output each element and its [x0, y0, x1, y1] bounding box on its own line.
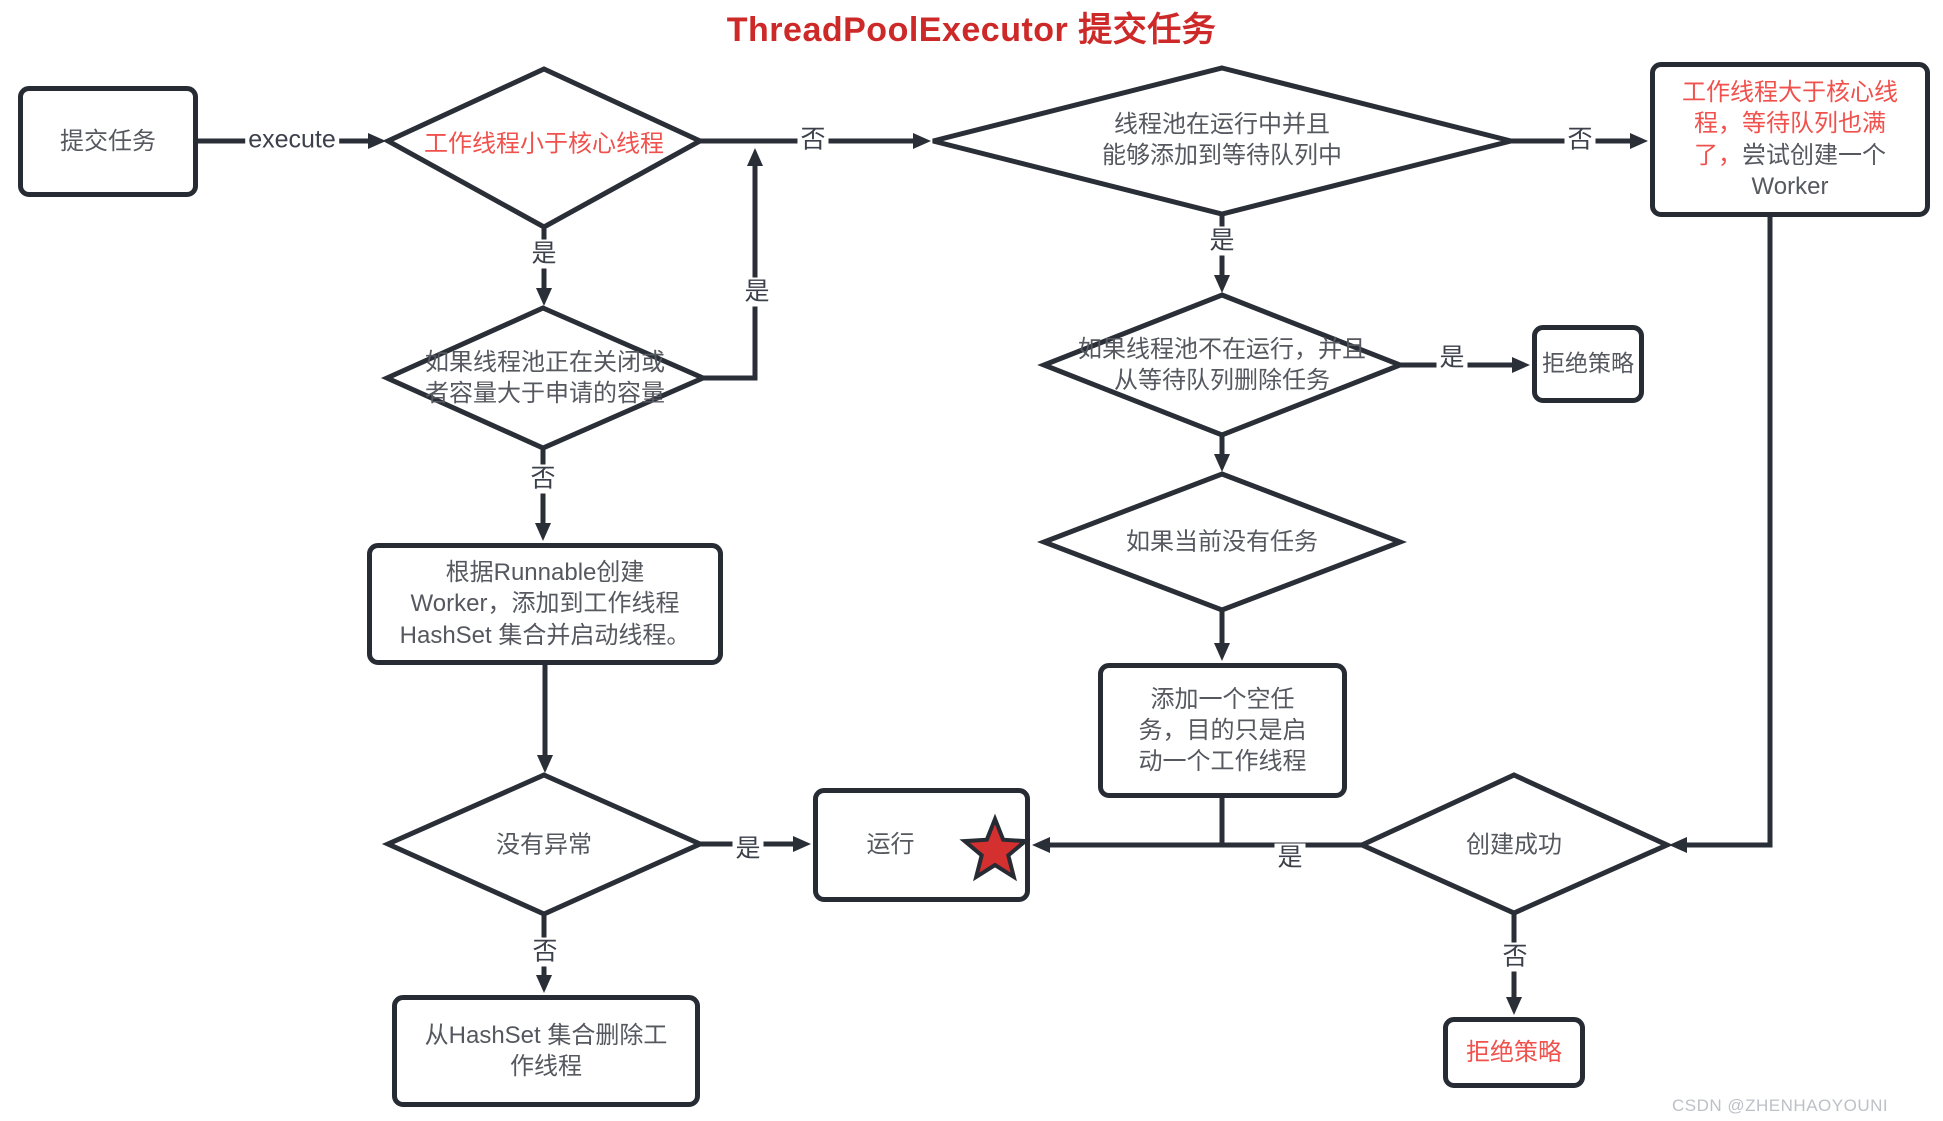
arrowhead-d3-no	[536, 975, 552, 993]
process-reject-policy-bottom-label: 拒绝策略	[1466, 1038, 1562, 1066]
decision-create-ok-shape	[1355, 772, 1674, 916]
decision-no-exception-label: 没有异常	[496, 831, 592, 859]
process-create-worker-label: 根据Runnable创建 Worker，添加到工作线程 HashSet 集合并启…	[399, 559, 691, 649]
edge-label-yes-d1: 是	[528, 239, 560, 269]
edge-label-yes-join: 是	[1274, 843, 1306, 873]
process-reject-policy-bottom: 拒绝策略	[1443, 1017, 1585, 1088]
edge-label-yes-d4: 是	[1206, 226, 1238, 256]
decision-worker-lt-core-shape	[382, 66, 706, 230]
decision-pool-closing-shape	[380, 305, 710, 451]
decision-create-ok-label: 创建成功	[1466, 831, 1562, 859]
decision-no-exception-shape	[381, 772, 707, 917]
decision-worker-lt-core-label: 工作线程小于核心线程	[424, 130, 664, 158]
edge-label-no-d1: 否	[797, 125, 829, 155]
worker-label-dark-part: 尝试创建一个 Worker	[1742, 141, 1886, 200]
arrowhead-d4-yes	[1214, 275, 1230, 293]
arrowhead-d2-yes-up	[747, 148, 763, 166]
arrowhead-d4-no	[1630, 133, 1648, 149]
edge-label-no-d7: 否	[1499, 942, 1531, 972]
edge-label-execute: execute	[245, 125, 339, 155]
decision-no-task-label: 如果当前没有任务	[1126, 528, 1318, 556]
process-add-empty-task-label: 添加一个空任 务，目的只是启 动一个工作线程	[1138, 685, 1307, 776]
worker-label-red-part: 工作线程大于核心线程，等待队列也满了，	[1682, 79, 1898, 169]
edge-label-no-d3: 否	[529, 937, 561, 967]
process-add-empty-task: 添加一个空任 务，目的只是启 动一个工作线程	[1098, 663, 1347, 798]
decision-pool-closing-label: 如果线程池正在关闭或 者容量大于申请的容量	[425, 348, 665, 407]
edge-label-no-d4: 否	[1564, 125, 1596, 155]
arrowhead-d7-no	[1506, 997, 1522, 1015]
process-create-worker: 根据Runnable创建 Worker，添加到工作线程 HashSet 集合并启…	[367, 543, 723, 665]
arrowhead-worker-d7	[1669, 837, 1687, 853]
decision-not-running-shape	[1037, 292, 1407, 438]
arrowhead-d5-d6	[1214, 454, 1230, 472]
arrowhead-createworker-d3	[537, 755, 553, 773]
process-submit-task: 提交任务	[18, 86, 198, 197]
process-reject-policy-top: 拒绝策略	[1532, 325, 1644, 403]
process-create-worker-attempt: 工作线程大于核心线程，等待队列也满了，尝试创建一个 Worker	[1650, 62, 1930, 217]
edge-label-yes-d2: 是	[741, 277, 773, 307]
arrowhead-d6-emptytask	[1214, 643, 1230, 661]
watermark: CSDN @ZHENHAOYOUNI	[1672, 1096, 1889, 1115]
edge-label-yes-d5: 是	[1436, 343, 1468, 373]
decision-no-task-shape	[1036, 471, 1408, 613]
process-remove-worker-label: 从HashSet 集合删除工 作线程	[424, 1021, 668, 1080]
edge-worker-d7	[1687, 217, 1773, 848]
decision-not-running-label: 如果线程池不在运行，并且 从等待队列删除任务	[1078, 335, 1366, 394]
arrowhead-execute	[368, 133, 386, 149]
arrowhead-d2-no	[535, 523, 551, 541]
star-icon	[959, 813, 1031, 882]
process-reject-policy-top-label: 拒绝策略	[1542, 350, 1634, 377]
edge-label-yes-d3: 是	[732, 834, 764, 864]
arrowhead-d1-no	[913, 133, 931, 149]
decision-pool-running-label: 线程池在运行中并且 能够添加到等待队列中	[1102, 110, 1342, 169]
decision-pool-running-shape	[932, 65, 1512, 217]
edge-d2-yes-up	[703, 166, 758, 381]
edge-label-no-d2: 否	[527, 464, 559, 494]
process-submit-task-label: 提交任务	[60, 127, 156, 155]
diagram-title: ThreadPoolExecutor 提交任务	[726, 11, 1217, 49]
process-create-worker-attempt-label: 工作线程大于核心线程，等待队列也满了，尝试创建一个 Worker	[1655, 77, 1925, 202]
arrowhead-d1-yes	[536, 288, 552, 306]
arrowhead-to-run	[1032, 837, 1050, 853]
process-run-label: 运行	[866, 831, 915, 859]
arrowhead-d5-yes	[1512, 357, 1530, 373]
arrowhead-d3-yes	[793, 836, 811, 852]
process-remove-worker: 从HashSet 集合删除工 作线程	[392, 995, 700, 1107]
